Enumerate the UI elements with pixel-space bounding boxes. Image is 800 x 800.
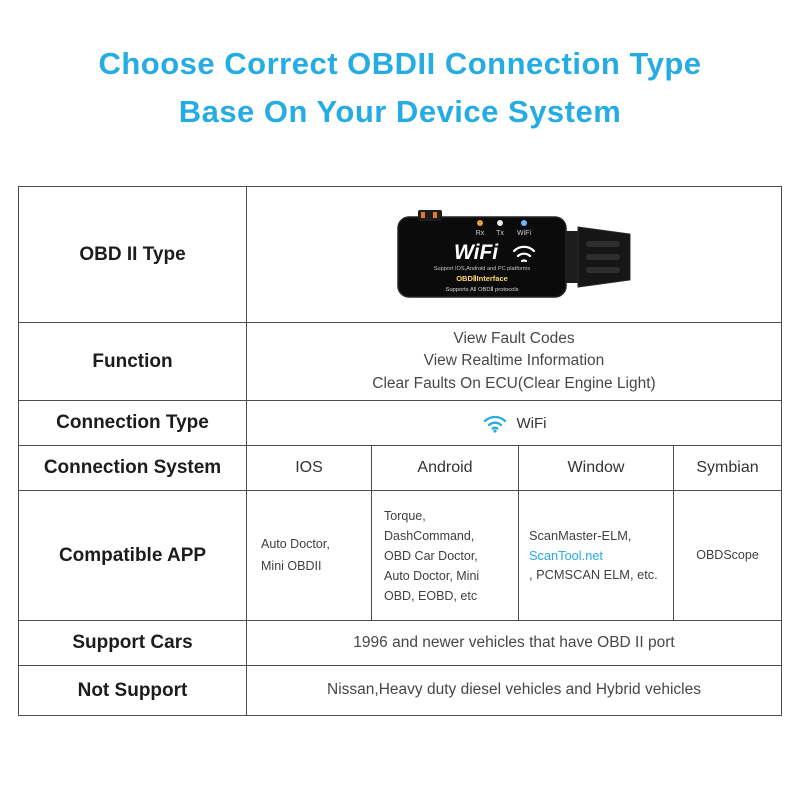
title-line-1: Choose Correct OBDII Connection Type (98, 46, 702, 81)
led-wifi (521, 219, 527, 226)
device-wifi-arcs-icon (512, 245, 536, 262)
app-list-ios: Auto Doctor, Mini OBDII (261, 536, 330, 573)
function-cell: View Fault Codes View Realtime Informati… (246, 323, 781, 400)
system-col-window: Window (518, 446, 673, 490)
device-platforms-text: Support IOS,Android and PC platforms (434, 266, 531, 272)
app-window-line-1: ScanMaster-ELM, (529, 527, 632, 543)
row-label-function: Function (92, 350, 173, 372)
obd-device-image: Rx Tx WiFi WiFi Support IOS,Android and … (397, 209, 631, 298)
led-label-wifi: WiFi (517, 230, 531, 237)
app-cell-symbian: OBDScope (673, 491, 781, 620)
usb-pin (421, 211, 425, 218)
table-row-connection-type: Connection Type WiFi (19, 400, 781, 445)
row-label-obd-type: OBD II Type (79, 243, 186, 265)
usb-pin (433, 211, 437, 218)
system-col-android: Android (371, 446, 518, 490)
app-cell-window: ScanMaster-ELM, ScanTool.net , PCMSCAN E… (518, 491, 673, 620)
support-cars-cell: 1996 and newer vehicles that have OBD II… (246, 621, 781, 665)
wifi-icon (483, 415, 506, 433)
led-label-tx: Tx (496, 230, 504, 237)
app-list-symbian: OBDScope (696, 547, 759, 562)
app-cell-ios: Auto Doctor, Mini OBDII (246, 491, 371, 620)
table-row-not-support: Not Support Nissan,Heavy duty diesel veh… (19, 665, 781, 715)
device-wifi-logo: WiFi (454, 241, 499, 264)
device-connector-neck (566, 230, 578, 283)
connection-type-value: WiFi (516, 414, 547, 432)
title-line-2: Base On Your Device System (178, 94, 622, 130)
page-title: Choose Correct OBDII Connection Type Bas… (0, 0, 800, 136)
plug-pin-row (586, 253, 620, 260)
obd-info-table: OBD II Type Rx Tx WiFi (18, 186, 782, 716)
table-row-support-cars: Support Cars 1996 and newer vehicles tha… (19, 620, 781, 665)
row-label-not-support: Not Support (77, 679, 188, 701)
plug-pin-row (586, 266, 620, 273)
plug-pin-row (586, 240, 620, 247)
led-tx (497, 219, 503, 226)
led-label-rx: Rx (476, 230, 485, 237)
led-rx (477, 219, 483, 226)
device-interface-text: OBDⅡInterface (456, 274, 508, 283)
scantool-link[interactable]: ScanTool.net (529, 547, 603, 563)
system-col-ios: IOS (246, 446, 371, 490)
table-row-function: Function View Fault Codes View Realtime … (19, 322, 781, 400)
table-row-connection-system: Connection System IOS Android Window Sym… (19, 445, 781, 490)
row-label-support-cars: Support Cars (72, 632, 193, 653)
obd-device-cell: Rx Tx WiFi WiFi Support IOS,Android and … (246, 187, 781, 322)
app-window-line-3: , PCMSCAN ELM, etc. (529, 567, 658, 583)
not-support-cell: Nissan,Heavy duty diesel vehicles and Hy… (246, 666, 781, 715)
support-cars-text: 1996 and newer vehicles that have OBD II… (353, 633, 675, 651)
app-cell-android: Torque, DashCommand, OBD Car Doctor, Aut… (371, 491, 518, 620)
row-label-compatible-app: Compatible APP (58, 544, 207, 566)
function-text: View Fault Codes View Realtime Informati… (372, 329, 656, 392)
table-row-obd-type: OBD II Type Rx Tx WiFi (19, 187, 781, 322)
device-protocols-text: Supports All OBDⅡ protocols (445, 287, 518, 293)
row-label-connection-system: Connection System (43, 457, 222, 478)
system-col-symbian: Symbian (673, 446, 781, 490)
connection-type-cell: WiFi (246, 401, 781, 445)
table-row-compatible-app: Compatible APP Auto Doctor, Mini OBDII T… (19, 490, 781, 620)
row-label-connection-type: Connection Type (56, 412, 209, 433)
not-support-text: Nissan,Heavy duty diesel vehicles and Hy… (327, 681, 701, 699)
app-list-android: Torque, DashCommand, OBD Car Doctor, Aut… (384, 508, 480, 603)
